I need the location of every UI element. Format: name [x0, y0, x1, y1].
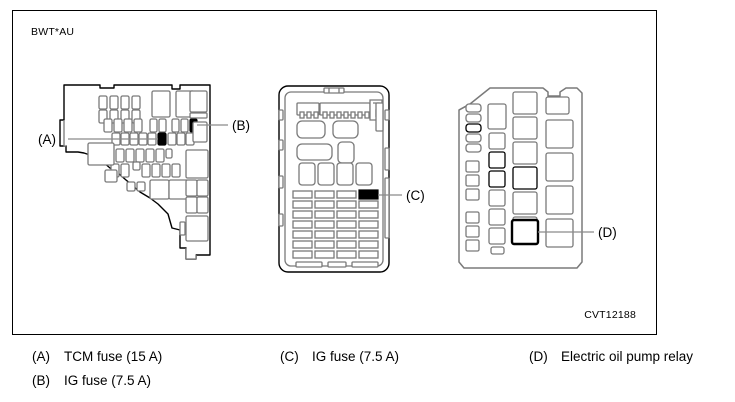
figure-id-label: CVT12188: [584, 308, 636, 321]
legend-text-b: IG fuse (7.5 A): [64, 372, 152, 388]
legend-key-d: (D): [529, 348, 548, 364]
legend-text-a: TCM fuse (15 A): [64, 348, 163, 364]
legend-item-c: (C) IG fuse (7.5 A): [280, 344, 399, 368]
legend: (A) TCM fuse (15 A) (B) IG fuse (7.5 A) …: [12, 344, 727, 394]
legend-text-c: IG fuse (7.5 A): [312, 348, 400, 364]
legend-item-b: (B) IG fuse (7.5 A): [32, 368, 151, 392]
legend-text-d: Electric oil pump relay: [561, 348, 694, 364]
figure-code-label: BWT*AU: [31, 26, 75, 38]
legend-item-a: (A) TCM fuse (15 A): [32, 344, 162, 368]
figure-frame: BWT*AU CVT12188: [12, 10, 657, 335]
legend-key-a: (A): [32, 348, 50, 364]
legend-key-c: (C): [280, 348, 299, 364]
legend-item-d: (D) Electric oil pump relay: [529, 344, 693, 368]
legend-key-b: (B): [32, 372, 50, 388]
